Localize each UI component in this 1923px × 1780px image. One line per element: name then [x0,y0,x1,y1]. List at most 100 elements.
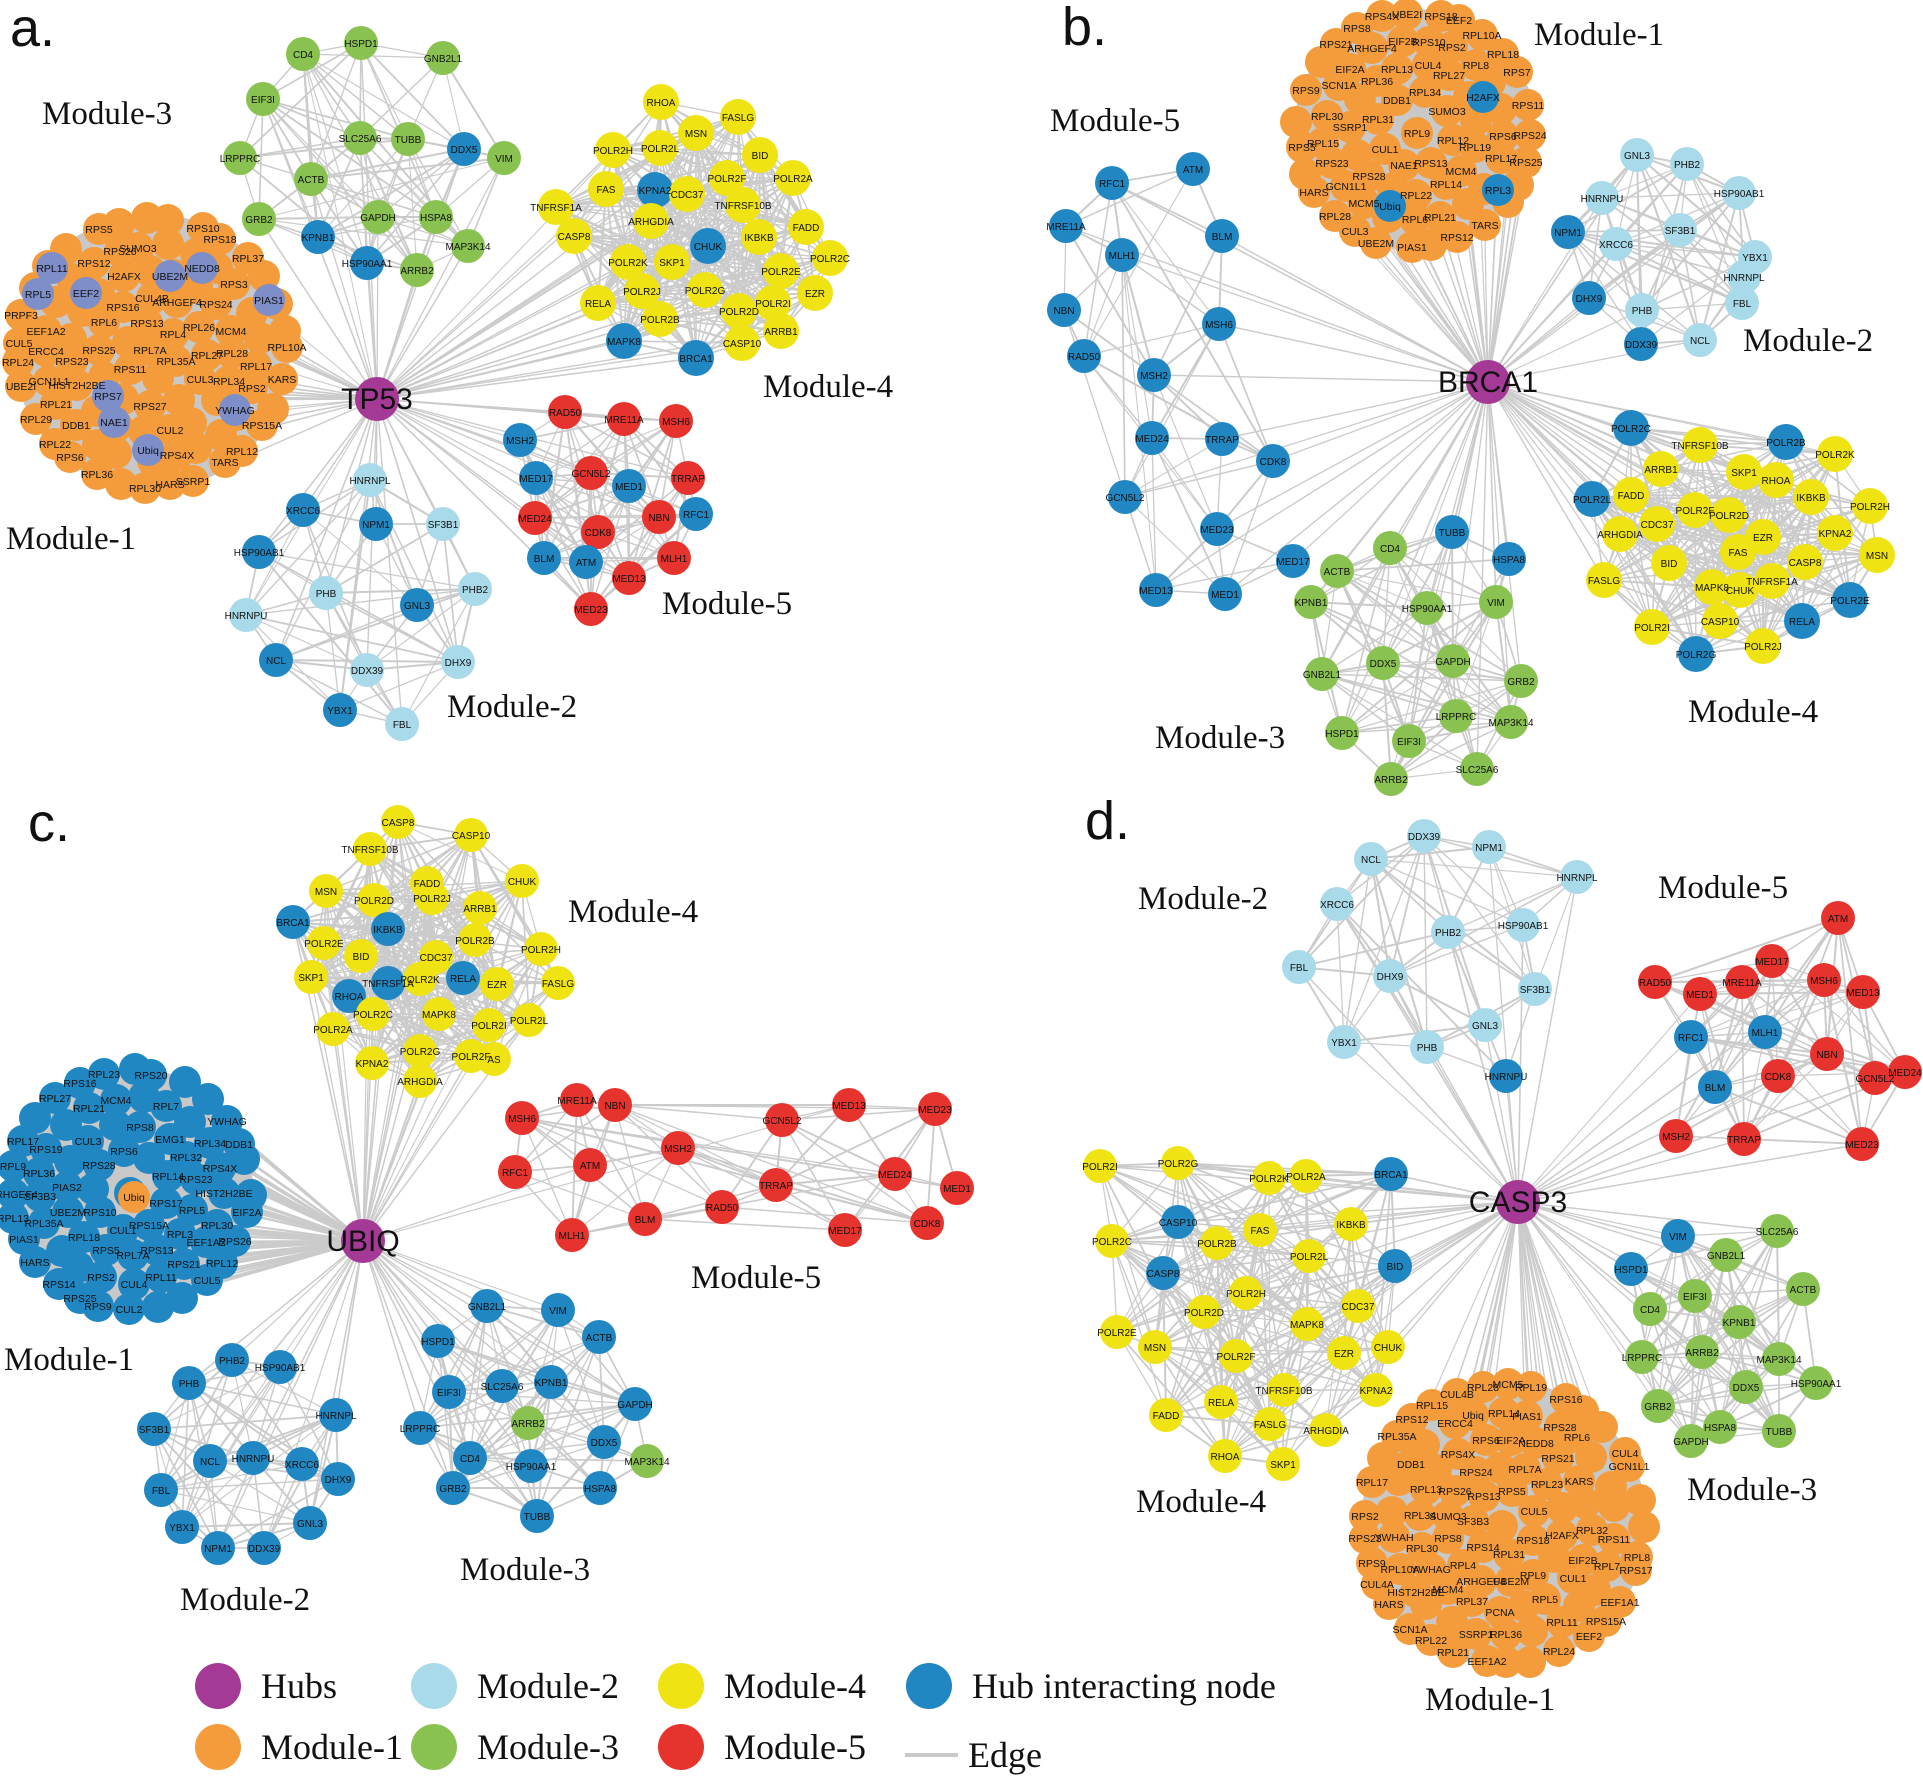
svg-text:PHB2: PHB2 [1435,928,1462,939]
svg-text:RPL11: RPL11 [1546,1617,1577,1629]
svg-text:RPS13: RPS13 [130,318,163,330]
svg-text:SF3B1: SF3B1 [428,520,459,531]
svg-text:RPL8: RPL8 [1463,60,1489,72]
svg-text:HARS: HARS [20,1257,49,1269]
svg-text:PHB: PHB [316,589,337,600]
svg-text:MAP3K14: MAP3K14 [1756,1355,1801,1366]
svg-text:RPL34: RPL34 [213,376,245,388]
svg-text:RPS5: RPS5 [92,1245,120,1257]
svg-text:RPS28: RPS28 [1543,1422,1576,1434]
svg-text:RPL36: RPL36 [81,469,113,481]
svg-text:MSH6: MSH6 [1810,976,1838,987]
svg-text:LRPPRC: LRPPRC [1622,1353,1663,1364]
svg-text:CASP3: CASP3 [1469,1186,1567,1219]
svg-text:FBL: FBL [152,1486,171,1497]
svg-text:DHX9: DHX9 [325,1475,352,1486]
svg-text:RPL7A: RPL7A [133,345,166,357]
svg-text:CUL2: CUL2 [116,1304,143,1316]
svg-text:DDX5: DDX5 [591,1438,618,1449]
svg-text:ATM: ATM [1183,165,1203,176]
svg-text:HSPA8: HSPA8 [420,213,452,224]
svg-text:XRCC6: XRCC6 [1599,240,1633,251]
svg-text:PHB: PHB [1417,1043,1438,1054]
svg-text:RPS4X: RPS4X [1441,1449,1475,1461]
svg-text:FASLG: FASLG [542,979,574,990]
svg-text:BRCA1: BRCA1 [276,918,310,929]
svg-text:ACTB: ACTB [1790,1285,1817,1296]
svg-text:MED17: MED17 [1276,557,1310,568]
svg-text:FASLG: FASLG [1254,1420,1286,1431]
svg-text:GRB2: GRB2 [1644,1402,1672,1413]
svg-text:CDC37: CDC37 [1641,520,1674,531]
svg-text:GAPDH: GAPDH [360,213,396,224]
svg-text:EEF1A2: EEF1A2 [26,326,65,338]
svg-text:HSPA8: HSPA8 [1704,1423,1736,1434]
svg-text:TRRAP: TRRAP [1205,435,1239,446]
svg-text:FADD: FADD [1618,491,1645,502]
svg-text:DDX5: DDX5 [451,145,478,156]
svg-text:POLR2I: POLR2I [755,299,791,310]
svg-text:CHUK: CHUK [508,877,537,888]
svg-text:POLR2H: POLR2H [593,146,633,157]
svg-text:RPL29: RPL29 [20,414,52,426]
svg-text:HARS: HARS [155,479,184,491]
svg-text:SLC25A6: SLC25A6 [481,1382,524,1393]
svg-text:NCL: NCL [266,656,286,667]
svg-text:LRPPRC: LRPPRC [400,1424,441,1435]
svg-text:XRCC6: XRCC6 [1320,900,1354,911]
svg-text:a.: a. [10,0,55,58]
svg-text:MSN: MSN [685,129,707,140]
svg-text:Module-2: Module-2 [180,1582,310,1618]
svg-text:CUL4B: CUL4B [135,293,169,305]
svg-text:UBE2M: UBE2M [1493,1576,1529,1588]
svg-text:MED1: MED1 [1686,990,1714,1001]
svg-text:POLR2L: POLR2L [1290,1252,1329,1263]
svg-text:RPL12: RPL12 [1437,135,1469,147]
svg-text:EZR: EZR [487,980,507,991]
svg-text:RPL8: RPL8 [1624,1552,1650,1564]
svg-text:HSP90AA1: HSP90AA1 [342,259,393,270]
svg-text:CD4: CD4 [1380,544,1400,555]
svg-text:DDX39: DDX39 [1625,340,1658,351]
svg-text:FBL: FBL [393,720,412,731]
svg-text:RPL6: RPL6 [1564,1432,1590,1444]
svg-text:RPL37: RPL37 [1456,1596,1488,1608]
svg-text:RPS14: RPS14 [42,1279,75,1291]
svg-text:PCNA: PCNA [1485,1607,1514,1619]
svg-text:RPL27: RPL27 [39,1093,71,1105]
svg-text:GCN5L2: GCN5L2 [763,1116,802,1127]
svg-text:TNFRSF1A: TNFRSF1A [530,203,582,214]
svg-text:XRCC6: XRCC6 [286,506,320,517]
svg-text:NAE1: NAE1 [1390,160,1418,172]
svg-text:TNFRSF1A: TNFRSF1A [362,979,414,990]
svg-text:POLR2L: POLR2L [641,144,680,155]
svg-text:POLR2A: POLR2A [1286,1172,1326,1183]
svg-text:Module-1: Module-1 [1534,17,1664,53]
svg-text:MAP3K14: MAP3K14 [445,242,490,253]
svg-text:POLR2D: POLR2D [1184,1308,1224,1319]
svg-text:HNRNPU: HNRNPU [1485,1072,1528,1083]
svg-text:HSP90AB1: HSP90AB1 [234,548,285,559]
svg-text:RPS4X: RPS4X [1365,11,1399,23]
svg-text:MAP3K14: MAP3K14 [1488,718,1533,729]
svg-text:HSP90AA1: HSP90AA1 [1402,604,1453,615]
svg-text:CUL3: CUL3 [75,1136,102,1148]
svg-text:SF3B3: SF3B3 [24,1191,56,1203]
svg-text:Ubiq: Ubiq [1379,201,1401,213]
svg-text:HNRNPL: HNRNPL [1556,873,1598,884]
svg-text:VIM: VIM [495,154,513,165]
svg-text:RPL15: RPL15 [1416,1400,1448,1412]
svg-text:YWHAG: YWHAG [207,1116,247,1128]
svg-text:RPL7A: RPL7A [116,1250,149,1262]
svg-text:ARHGDIA: ARHGDIA [1303,1426,1349,1437]
svg-text:MED13: MED13 [1139,586,1173,597]
svg-text:Module-2: Module-2 [477,1666,619,1706]
svg-text:RFC1: RFC1 [683,510,710,521]
svg-text:CUL2: CUL2 [157,425,184,437]
svg-text:RPS28: RPS28 [82,1160,115,1172]
svg-text:RPL30: RPL30 [201,1220,233,1232]
svg-text:TUBB: TUBB [395,135,422,146]
svg-text:KPNB1: KPNB1 [302,233,335,244]
svg-text:MED23: MED23 [918,1105,952,1116]
svg-text:SCN1A: SCN1A [1392,1624,1427,1636]
